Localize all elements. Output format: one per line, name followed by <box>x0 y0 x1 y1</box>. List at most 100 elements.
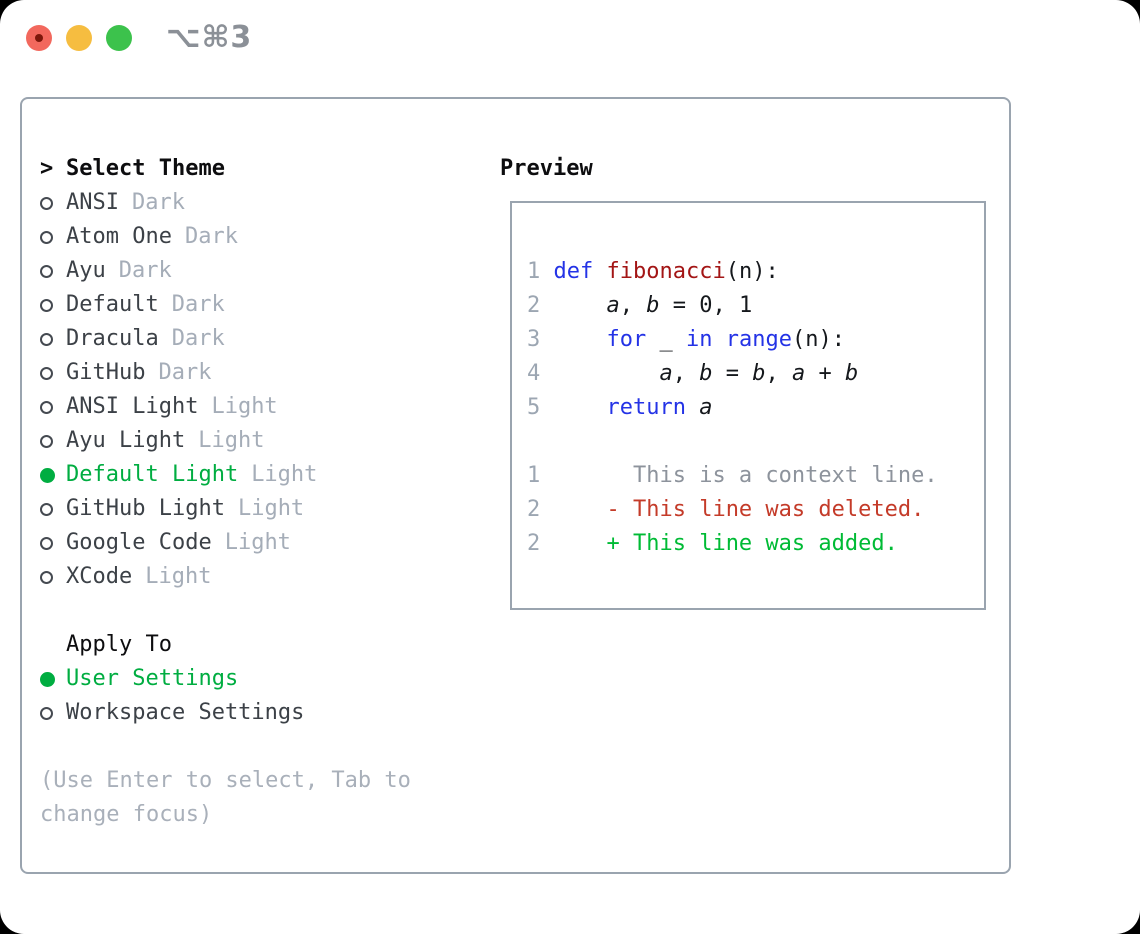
code-token: b <box>752 361 766 386</box>
diff-text: + This line was added. <box>606 531 898 556</box>
code-token: return <box>606 395 686 420</box>
radio-icon <box>40 332 53 346</box>
code-token: = 0, 1 <box>659 293 753 318</box>
apply-to-title: Apply To <box>66 632 172 657</box>
radio-marker <box>40 706 66 720</box>
radio-icon <box>40 706 53 720</box>
theme-option[interactable]: XCode Light <box>40 560 440 594</box>
code-token: a <box>659 361 673 386</box>
radio-icon <box>40 230 53 244</box>
radio-icon <box>40 298 53 312</box>
theme-variant-badge: Light <box>251 462 318 487</box>
theme-variant-badge: Light <box>198 428 265 453</box>
theme-name: Dracula <box>66 326 159 351</box>
code-token: b <box>646 293 660 318</box>
radio-marker <box>40 502 66 516</box>
theme-variant-badge: Light <box>145 564 212 589</box>
theme-variant-badge: Dark <box>184 224 238 249</box>
diff-line: 2 - This line was deleted. <box>527 493 984 527</box>
theme-name: ANSI Light <box>66 394 199 419</box>
code-token: (n): <box>791 327 845 352</box>
preview-title: Preview <box>500 156 593 181</box>
radio-icon <box>40 536 53 550</box>
line-number: 2 <box>527 497 541 522</box>
radio-marker <box>40 570 66 584</box>
code-token: + <box>805 361 845 386</box>
code-token: b <box>844 361 859 386</box>
apply-to-option[interactable]: Workspace Settings <box>40 696 440 730</box>
radio-marker <box>40 536 66 550</box>
line-number: 5 <box>527 395 541 420</box>
radio-icon <box>40 264 53 278</box>
code-token: , <box>765 361 792 386</box>
code-token <box>712 327 725 352</box>
line-number: 1 <box>527 259 541 284</box>
radio-icon <box>40 400 53 414</box>
code-token: def <box>553 259 594 284</box>
code-token: = <box>712 361 753 386</box>
theme-variant-badge: Dark <box>171 326 225 351</box>
select-theme-title: Select Theme <box>66 156 225 181</box>
theme-name: ANSI <box>66 190 119 215</box>
close-button[interactable] <box>26 25 52 51</box>
theme-variant-badge: Light <box>237 496 305 521</box>
radio-marker <box>40 196 66 210</box>
theme-name: Ayu <box>66 258 106 283</box>
spacer-row <box>40 594 440 628</box>
radio-marker <box>40 264 66 278</box>
select-theme-header: > Select Theme <box>40 152 440 186</box>
diff-text: This is a context line. <box>632 463 938 488</box>
diff-line: 2 + This line was added. <box>527 527 984 561</box>
zoom-button[interactable] <box>106 25 132 51</box>
code-token: _ <box>646 327 686 352</box>
code-token <box>554 395 607 420</box>
code-token <box>686 395 699 420</box>
code-token: a <box>606 293 620 318</box>
code-token: , <box>619 293 647 318</box>
apply-to-option[interactable]: User Settings <box>40 662 440 696</box>
apply-to-name: Workspace Settings <box>66 700 305 725</box>
diff-text: - This line was deleted. <box>606 497 925 522</box>
theme-variant-badge: Dark <box>118 258 172 283</box>
code-token <box>554 293 607 318</box>
keyboard-hint: (Use Enter to select, Tab to change focu… <box>40 768 425 827</box>
theme-option[interactable]: Ayu Dark <box>40 254 440 288</box>
code-token: range <box>725 327 792 352</box>
radio-icon <box>40 196 53 210</box>
diff-line: 1 This is a context line. <box>527 459 984 493</box>
code-token: (n): <box>725 259 779 284</box>
theme-name: XCode <box>66 564 133 589</box>
tab-shortcut-label: ⌥⌘3 <box>166 20 253 55</box>
line-number: 2 <box>527 531 541 556</box>
theme-option[interactable]: GitHub Light Light <box>40 492 440 526</box>
radio-marker <box>40 332 66 346</box>
radio-selected-icon <box>40 671 55 687</box>
theme-option[interactable]: Dracula Dark <box>40 322 440 356</box>
spacer-row <box>40 730 440 764</box>
radio-marker <box>40 366 66 380</box>
theme-name: GitHub Light <box>66 496 225 521</box>
line-number: 1 <box>527 463 541 488</box>
code-token: fibonacci <box>606 259 726 284</box>
theme-name: Default Light <box>66 462 239 487</box>
code-token: , <box>672 361 700 386</box>
minimize-button[interactable] <box>66 25 92 51</box>
radio-marker <box>40 434 66 448</box>
radio-icon <box>40 434 53 448</box>
code-line: 2 a, b = 0, 1 <box>527 289 984 323</box>
apply-to-header: Apply To <box>40 628 440 662</box>
radio-marker <box>40 230 66 244</box>
theme-option[interactable]: Default Light Light <box>40 458 440 492</box>
